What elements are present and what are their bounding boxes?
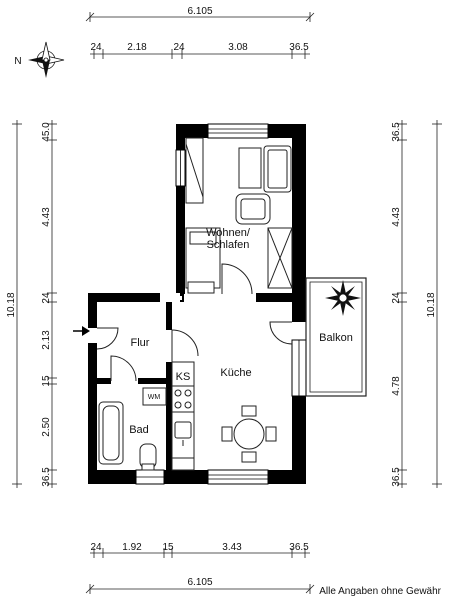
balcony	[305, 277, 367, 397]
right-segment-3: 24	[391, 292, 402, 304]
left-segment-5: 15	[41, 375, 52, 387]
right-segment-5: 36.5	[391, 467, 402, 487]
room-label-living-2: Schlafen	[207, 239, 250, 251]
left-segment-3: 24	[41, 292, 52, 304]
entrance-arrow-icon	[73, 326, 90, 336]
top-dimension-chain: 6.105 24 2.18 24 3.08 36.5	[85, 6, 315, 59]
bottom-segment-5: 36.5	[289, 542, 309, 553]
bottom-segment-4: 3.43	[222, 542, 242, 553]
left-segment-1: 45.0	[41, 122, 52, 142]
windows	[135, 123, 307, 485]
bath-furniture	[98, 387, 167, 471]
right-segment-4: 4.78	[391, 376, 402, 396]
compass-north-label: N	[14, 56, 21, 67]
left-segment-6: 2.50	[41, 417, 52, 437]
top-segment-2: 2.18	[127, 42, 147, 53]
top-total-dimension: 6.105	[187, 6, 212, 17]
bottom-total-dimension: 6.105	[187, 577, 212, 588]
top-segment-1: 24	[90, 42, 102, 53]
room-label-bath: Bad	[129, 424, 149, 436]
left-segment-2: 4.43	[41, 207, 52, 227]
living-room-furniture	[185, 137, 293, 294]
doors	[96, 263, 293, 382]
top-segment-3: 24	[173, 42, 185, 53]
left-segment-4: 2.13	[41, 330, 52, 350]
top-segment-4: 3.08	[228, 42, 248, 53]
plant-icon	[325, 280, 361, 316]
room-label-balcony: Balkon	[319, 332, 353, 344]
bottom-segment-3: 15	[162, 542, 174, 553]
disclaimer-text: Alle Angaben ohne Gewähr	[319, 586, 441, 597]
room-labels: Wohnen/ Schlafen Flur Küche Bad Balkon K…	[129, 227, 353, 436]
room-label-storage: KS	[176, 371, 191, 383]
left-dimension-chain: 10.18 45.0 4.43 24 2.13 15 2.50 36.5	[6, 120, 57, 488]
bottom-dimension-chain: 24 1.92 15 3.43 36.5 6.105	[85, 542, 315, 594]
wall-duct-blocks	[162, 296, 182, 300]
bottom-segment-1: 24	[90, 542, 102, 553]
room-label-hall: Flur	[131, 337, 150, 349]
room-label-living-1: Wohnen/	[206, 227, 251, 239]
left-total-dimension: 10.18	[6, 292, 17, 317]
right-dimension-chain: 36.5 4.43 24 4.78 36.5 10.18	[391, 120, 442, 488]
left-segment-7: 36.5	[41, 467, 52, 487]
compass-rose-icon: N	[14, 41, 65, 78]
right-segment-1: 36.5	[391, 122, 402, 142]
top-segment-5: 36.5	[289, 42, 309, 53]
right-total-dimension: 10.18	[426, 292, 437, 317]
kitchen-furniture	[171, 361, 277, 471]
right-segment-2: 4.43	[391, 207, 402, 227]
room-label-kitchen: Küche	[220, 367, 251, 379]
room-label-washer: WM	[148, 394, 161, 401]
bottom-segment-2: 1.92	[122, 542, 142, 553]
